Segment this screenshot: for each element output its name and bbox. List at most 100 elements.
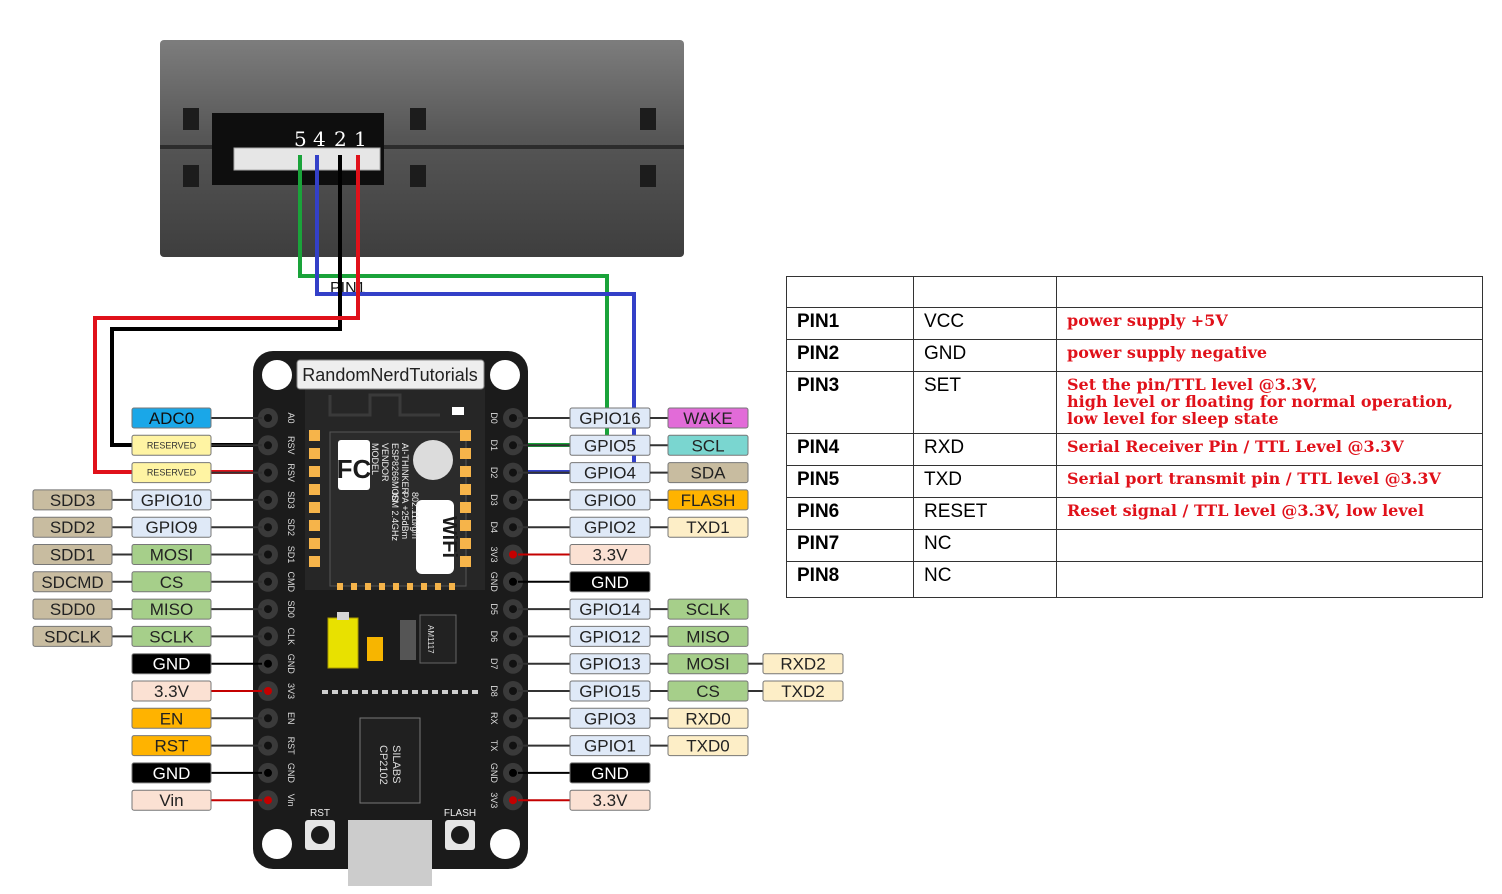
header-pin-name: RSV	[286, 436, 296, 455]
module-text-line: MODEL	[370, 443, 380, 475]
header-pin-hole	[264, 768, 272, 777]
pin-label-box	[667, 625, 749, 647]
pin-label: MOSI	[131, 544, 212, 565]
smd-part	[362, 690, 368, 694]
header-pin-hole	[509, 414, 517, 422]
pin-desc-cell: Serial Receiver Pin / TTL Level @3.3V	[1056, 433, 1483, 466]
pin-label-box	[131, 735, 212, 757]
header-pin-name: 3V3	[489, 792, 499, 808]
header-pin-hole	[509, 768, 517, 777]
pin-label: GPIO2	[569, 516, 651, 538]
pin-label-box	[131, 462, 212, 484]
pin-label: SDCLK	[32, 625, 113, 647]
pin-label-text: TXD2	[781, 682, 824, 701]
pin-label: GND	[131, 653, 212, 675]
pin-label: GND	[569, 762, 651, 784]
smd-part	[472, 690, 478, 694]
pin-desc-cell	[1056, 561, 1483, 598]
castellation-pad	[379, 583, 385, 590]
header-pin-name: D5	[489, 603, 499, 615]
pin-label: GPIO0	[569, 489, 651, 511]
pin-label-text: GND	[153, 655, 191, 674]
castellation-pad	[460, 556, 471, 567]
pin-label: SDA	[667, 462, 749, 484]
pcb-antenna	[328, 393, 440, 417]
flash-button-cap	[451, 826, 469, 844]
header-pin-name: D2	[489, 467, 499, 479]
header-pin-hole	[264, 741, 272, 750]
header-pin-hole	[264, 414, 272, 422]
usb-chip	[359, 717, 421, 804]
pms-sensor: 5 4 2 1	[160, 40, 684, 257]
pin-label: RESERVED	[131, 434, 212, 456]
pin-label-text: RXD2	[780, 655, 825, 674]
pin-label: 3.3V	[569, 789, 651, 811]
header-pin-name: RSV	[286, 463, 296, 482]
castellation-pad	[309, 520, 320, 531]
pin-label: SDCMD	[32, 571, 113, 593]
pin-label-box	[131, 707, 212, 729]
pin-label: SDD0	[32, 598, 113, 620]
pin-desc-cell: power supply +5V	[1056, 307, 1483, 340]
pin-name-cell: NC	[913, 561, 1057, 598]
sensor-pin-numbers: 5 4 2 1	[294, 127, 367, 151]
pin-label: WAKE	[667, 407, 749, 429]
header-pin-hole	[264, 796, 272, 805]
pin-number: 4	[313, 127, 326, 151]
pin-name-cell: RXD	[913, 433, 1057, 466]
pin-label-text: SCLK	[149, 627, 194, 646]
smd-parts	[400, 620, 416, 660]
pin-label-text: MISO	[150, 600, 193, 619]
header-pin-name: SD0	[286, 600, 296, 618]
pin-labels: ADC0RESERVEDRESERVEDGPIO10SDD3GPIO9SDD2M…	[32, 407, 844, 811]
smd-row	[322, 690, 478, 694]
smd-part	[412, 690, 418, 694]
smd-part	[332, 690, 338, 694]
header-pin-name: 3V3	[489, 546, 499, 562]
castellation-pad	[337, 583, 343, 590]
pin-label: RST	[131, 735, 212, 757]
header-pin-hole	[509, 495, 517, 504]
pin-label: RESERVED	[131, 462, 212, 484]
header-pin-name: EN	[286, 712, 296, 725]
module-text-line: ISM 2.4GHz	[390, 492, 400, 542]
pin-label-text: GPIO5	[584, 436, 636, 455]
pin-label: 3.3V	[131, 680, 212, 702]
pin-label: GPIO10	[131, 489, 212, 511]
pin-desc-cell	[1056, 529, 1483, 562]
pin-cell: PIN5	[786, 465, 914, 498]
castellation-pad	[309, 556, 320, 567]
pin-label: RXD2	[762, 653, 844, 675]
header-pin-hole	[264, 605, 272, 614]
header-pin-hole	[264, 632, 272, 641]
usb-port[interactable]	[348, 820, 432, 886]
pin-cell: PIN1	[786, 307, 914, 340]
smd-part	[392, 690, 398, 694]
pin-label-box	[131, 789, 212, 811]
pin-label-box	[131, 680, 212, 702]
pin-cell: PIN3	[786, 371, 914, 434]
pin-label: MISO	[131, 598, 212, 620]
sensor-connector	[233, 147, 381, 171]
header-pin-name: D4	[489, 521, 499, 533]
pin-label-text: 3.3V	[593, 791, 629, 810]
pin-name-cell: TXD	[913, 465, 1057, 498]
smd-part	[342, 690, 348, 694]
usb-chip-text: CP2102	[377, 745, 389, 785]
header-pin-name: TX	[489, 740, 499, 752]
pin-label-box	[569, 789, 651, 811]
castellation-pad	[435, 583, 441, 590]
header-pin-name: A0	[286, 412, 296, 423]
pin-label: SDD1	[32, 544, 113, 565]
pin-label-box	[569, 762, 651, 784]
pin-label-text: SCLK	[686, 600, 731, 619]
pin-label-box	[569, 544, 651, 565]
espressif-logo	[413, 440, 453, 480]
pin-label-text: TXD1	[686, 518, 729, 537]
header-pin-name: 3V3	[286, 683, 296, 699]
pin-label-box	[667, 735, 749, 757]
module-text-line: VENDOR	[380, 443, 390, 482]
pin-label-text: SDD3	[50, 491, 95, 510]
